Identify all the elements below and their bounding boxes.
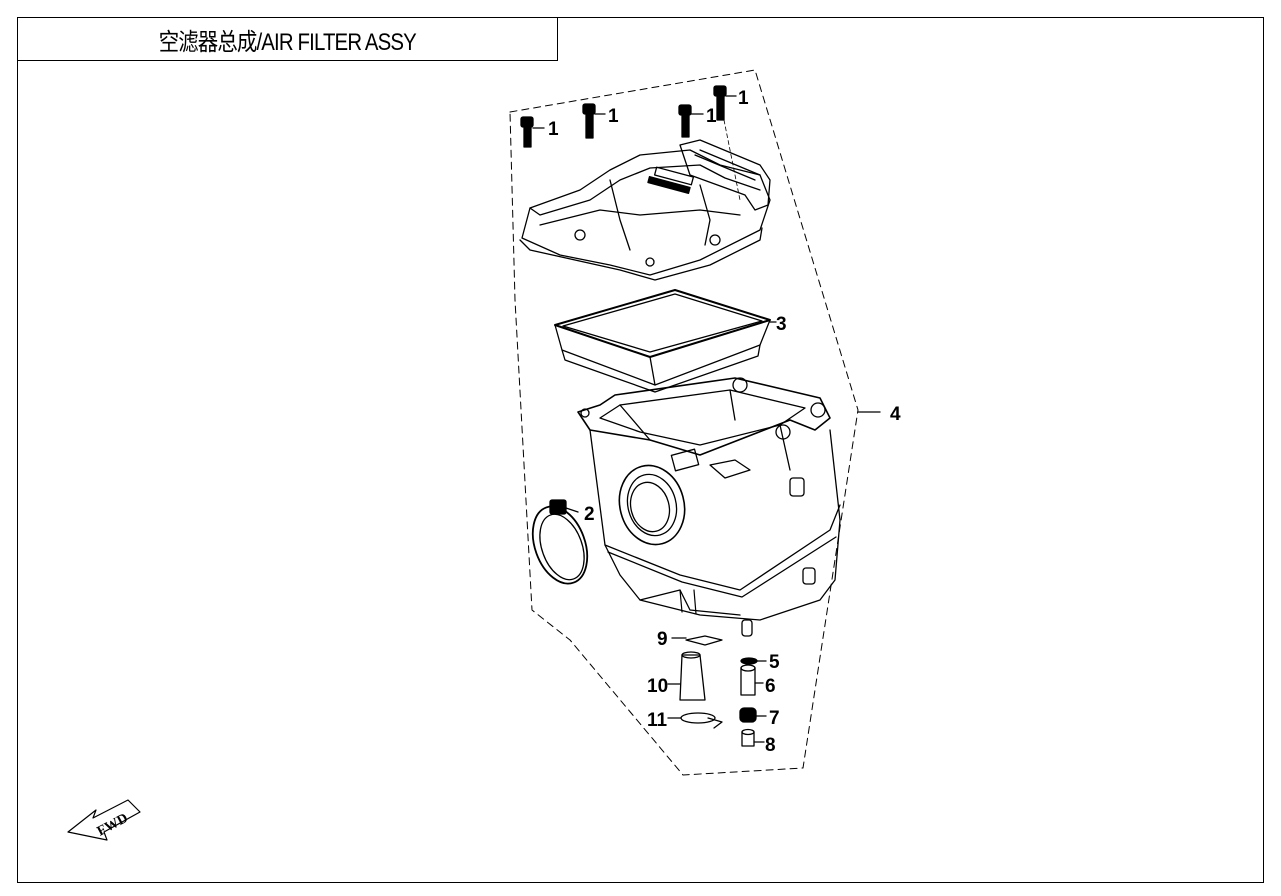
fwd-label: FWD xyxy=(95,811,131,840)
callout-9: 9 xyxy=(657,629,668,650)
airbox-body[interactable] xyxy=(577,377,841,637)
bolt-1a[interactable] xyxy=(520,116,534,148)
drawing-frame xyxy=(17,17,1264,883)
airbox-cover[interactable] xyxy=(519,139,771,281)
bolt-1d[interactable] xyxy=(713,85,727,121)
callout-3: 3 xyxy=(776,314,787,335)
callout-4: 4 xyxy=(890,404,901,425)
callout-1c: 1 xyxy=(706,106,717,127)
callout-1b: 1 xyxy=(608,106,619,127)
callout-2: 2 xyxy=(584,504,595,525)
callout-10: 10 xyxy=(647,676,668,697)
callout-8: 8 xyxy=(765,735,776,756)
hose-clamp[interactable] xyxy=(523,499,597,591)
bolt-1c[interactable] xyxy=(678,104,692,138)
cap-part8[interactable] xyxy=(741,728,765,747)
callout-5: 5 xyxy=(769,652,780,673)
clip-part11[interactable] xyxy=(667,712,723,729)
assembly-boundary xyxy=(509,69,859,776)
washer-part5[interactable] xyxy=(740,657,767,665)
callout-1d: 1 xyxy=(738,88,749,109)
clip-part9[interactable] xyxy=(671,635,723,646)
filter-element[interactable] xyxy=(554,289,771,393)
callout-1a: 1 xyxy=(548,119,559,140)
tube-part6[interactable] xyxy=(740,664,764,696)
bolt-1b[interactable] xyxy=(582,103,596,139)
page-title: 空滤器总成/AIR FILTER ASSY xyxy=(158,28,417,56)
tube-part10[interactable] xyxy=(679,651,706,701)
fwd-arrow-icon: FWD xyxy=(67,799,141,841)
clamp-part7[interactable] xyxy=(739,707,767,723)
callout-11: 11 xyxy=(647,710,668,731)
title-block: 空滤器总成/AIR FILTER ASSY xyxy=(17,17,558,61)
callout-7: 7 xyxy=(769,708,780,729)
callout-6: 6 xyxy=(765,676,776,697)
